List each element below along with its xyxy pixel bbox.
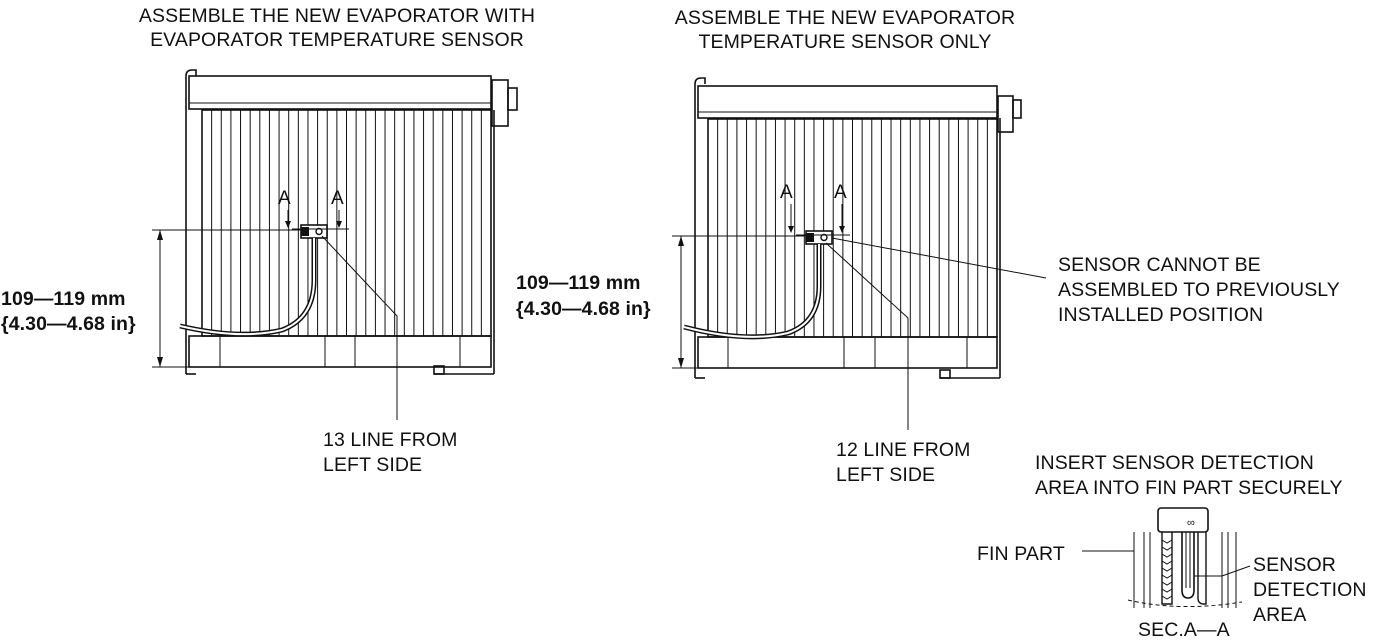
section-label: SEC.A—A [1138, 619, 1230, 641]
detail-title-line1: INSERT SENSOR DETECTION [1035, 452, 1314, 474]
warning-line3: INSTALLED POSITION [1058, 304, 1264, 326]
shank-tooth [1161, 560, 1173, 565]
shank-tooth [1161, 553, 1173, 558]
right-evaporator: A A [672, 77, 1047, 430]
shank-tooth [1161, 588, 1173, 593]
svg-text:∞: ∞ [1187, 517, 1195, 529]
right-dimension-in: {4.30—4.68 in} [516, 298, 651, 320]
right-fin-note-line2: LEFT SIDE [836, 464, 936, 486]
left-fin-note-line1: 13 LINE FROM [323, 429, 458, 451]
detail-title-line2: AREA INTO FIN PART SECURELY [1035, 477, 1343, 499]
shank-tooth [1161, 539, 1173, 544]
left-fin-note-line2: LEFT SIDE [323, 454, 423, 476]
left-sensor [179, 224, 328, 337]
shank-tooth [1161, 595, 1173, 600]
left-fin-block [201, 109, 492, 337]
fin-part-label: FIN PART [977, 543, 1065, 565]
sensor-label-line1: SENSOR [1253, 554, 1336, 576]
right-fin-note-line1: 12 LINE FROM [836, 439, 971, 461]
shank-tooth [1161, 546, 1173, 551]
warning-line2: ASSEMBLED TO PREVIOUSLY [1058, 279, 1340, 301]
sensor-label-line3: AREA [1253, 604, 1307, 626]
right-dimension-mm: 109—119 mm [516, 272, 641, 294]
left-dimension-in: {4.30—4.68 in} [1, 313, 136, 335]
right-sensor [683, 230, 833, 340]
right-section-mark-a2: A [834, 182, 847, 203]
left-evaporator: A A [152, 69, 518, 420]
left-dimension-mm: 109—119 mm [1, 288, 126, 310]
left-title-line2: EVAPORATOR TEMPERATURE SENSOR [150, 29, 524, 51]
sensor-label-line2: DETECTION [1253, 579, 1367, 601]
right-fin-block [707, 118, 998, 338]
warning-line1: SENSOR CANNOT BE [1058, 254, 1261, 276]
shank-tooth [1161, 581, 1173, 586]
section-detail: ∞ [1082, 507, 1251, 608]
shank-tooth [1161, 574, 1173, 579]
right-title-line1: ASSEMBLE THE NEW EVAPORATOR [674, 7, 1016, 29]
right-title-line2: TEMPERATURE SENSOR ONLY [698, 31, 992, 53]
left-title-line1: ASSEMBLE THE NEW EVAPORATOR WITH [138, 5, 536, 27]
shank-tooth [1161, 567, 1173, 572]
left-section-mark-a2: A [331, 188, 344, 209]
right-section-mark-a1: A [780, 182, 793, 203]
left-section-mark-a1: A [278, 188, 291, 209]
